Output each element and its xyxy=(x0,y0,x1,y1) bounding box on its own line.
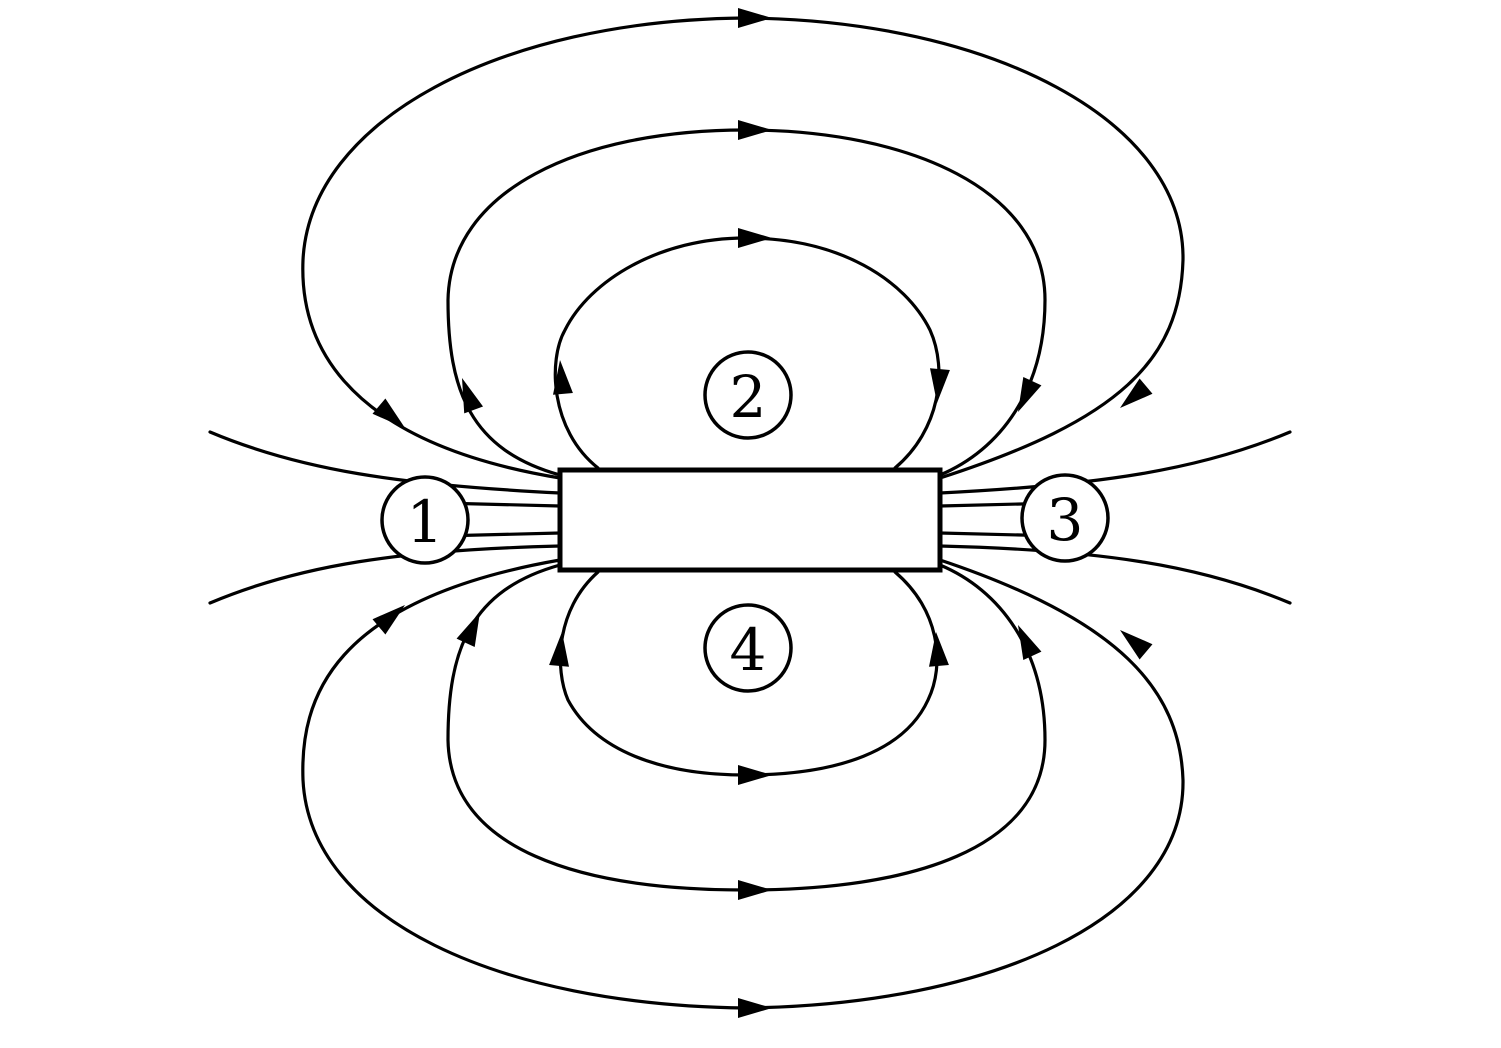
arrowhead-icon xyxy=(1120,630,1153,660)
marker-3-circle xyxy=(1020,473,1110,563)
marker-2: 2 xyxy=(703,350,793,440)
bar-magnet xyxy=(557,467,943,573)
arrowhead-icon xyxy=(738,228,772,248)
arrowhead-icon xyxy=(372,605,405,635)
marker-4-label: 4 xyxy=(730,616,767,684)
field-line-right-top xyxy=(938,430,1292,495)
arrowhead-icon xyxy=(929,632,949,667)
marker-1-label: 1 xyxy=(407,488,444,556)
field-line-left-bottom xyxy=(208,544,562,605)
arrowhead-icon xyxy=(738,120,772,140)
arrowhead-icon xyxy=(930,368,950,403)
marker-4-circle xyxy=(703,603,793,693)
arrowhead-icon xyxy=(738,998,772,1018)
marker-3-label: 3 xyxy=(1047,486,1084,554)
marker-2-circle xyxy=(703,350,793,440)
marker-2-label: 2 xyxy=(730,363,767,431)
arrowhead-icon xyxy=(372,398,405,428)
marker-4: 4 xyxy=(703,603,793,693)
field-line-left-top xyxy=(208,430,562,495)
arrowhead-icon xyxy=(462,378,484,414)
marker-3: 3 xyxy=(1020,473,1110,563)
arrowhead-icon xyxy=(738,880,772,900)
arrowhead-icon xyxy=(549,632,569,667)
arrowhead-icon xyxy=(456,612,480,648)
arrowhead-icon xyxy=(738,8,772,28)
arrowhead-icon xyxy=(1120,378,1153,408)
marker-1-circle xyxy=(380,475,470,565)
arrowhead-icon xyxy=(738,765,772,785)
arrowhead-icon xyxy=(1018,625,1042,661)
arrowhead-icon xyxy=(1018,376,1042,412)
arrowhead-icon xyxy=(553,360,573,395)
field-line-right-bottom xyxy=(938,544,1292,605)
marker-1: 1 xyxy=(380,475,470,565)
